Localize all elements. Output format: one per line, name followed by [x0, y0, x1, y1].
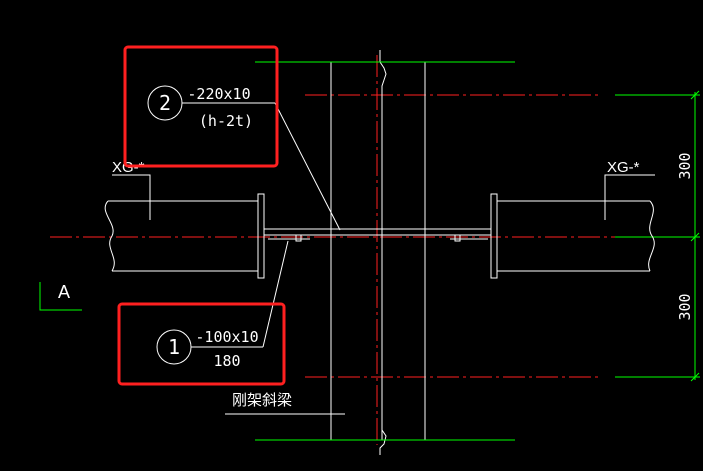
- highlight-box-callout-2: [123, 45, 279, 168]
- pipe-left: [104, 193, 265, 279]
- bolt-left: [295, 234, 302, 242]
- dim-tick-2: [690, 232, 700, 242]
- column-web-break-top: [379, 50, 387, 440]
- dim-tick-1: [690, 90, 700, 100]
- callout-1-size: 180: [213, 352, 240, 370]
- end-plate-right: [490, 193, 498, 279]
- centerlines: [50, 55, 650, 445]
- label-left-leader: [112, 174, 151, 220]
- callout-2-number: 2: [159, 91, 171, 115]
- pipe-left-break: [104, 200, 115, 272]
- callout-1-circle: [156, 329, 192, 365]
- end-plate-left: [257, 193, 265, 279]
- connection-plate: [263, 228, 492, 242]
- callout-1-leader: [262, 240, 289, 348]
- callout-2-size: (h-2t): [199, 112, 253, 130]
- highlight-box-callout-1: [117, 302, 286, 386]
- column: [330, 50, 426, 455]
- member-label-right: XG-*: [607, 159, 640, 176]
- gusset-plate: [263, 228, 492, 236]
- dimension-lower: 300: [676, 293, 694, 320]
- dimension-lines: [39, 61, 700, 441]
- label-right-leader: [604, 174, 655, 220]
- beam-note: 刚架斜梁: [232, 392, 292, 409]
- pipe-right: [490, 193, 655, 279]
- column-web-break-bottom: [379, 420, 387, 455]
- dimension-upper: 300: [676, 152, 694, 179]
- bolt-right: [454, 234, 461, 242]
- callout-2-spec: -220x10: [187, 85, 250, 103]
- section-marker-label: A: [58, 282, 70, 302]
- callout-2-circle: [147, 85, 183, 121]
- section-marker-line: [39, 282, 82, 311]
- dim-tick-3: [690, 372, 700, 382]
- callout-2-leader: [274, 102, 341, 231]
- pipe-right-break: [648, 200, 655, 272]
- callout-1-number: 1: [168, 335, 180, 359]
- leaders: [112, 102, 655, 415]
- callout-1-spec: -100x10: [195, 328, 258, 346]
